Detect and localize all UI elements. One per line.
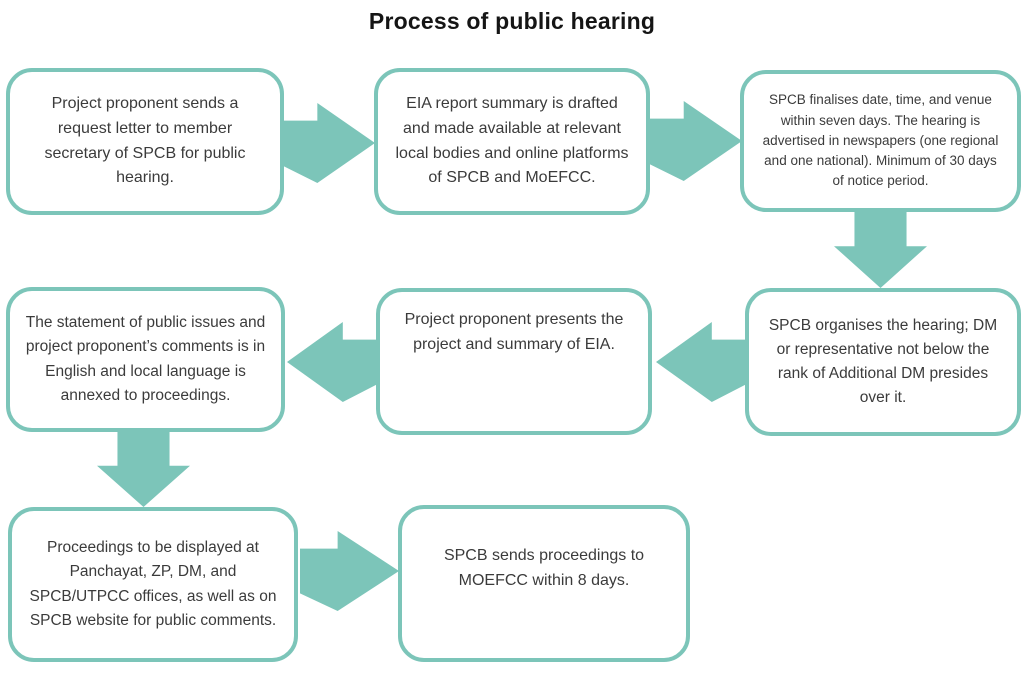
flow-step-3-text: SPCB finalises date, time, and venue wit… (762, 92, 999, 189)
arrow-right-icon (300, 531, 399, 611)
arrow-left-icon (656, 322, 746, 402)
flow-step-2-text: EIA report summary is drafted and made a… (395, 94, 629, 187)
flow-step-4-box: SPCB organises the hearing; DM or repres… (745, 288, 1021, 436)
flow-step-8-text: SPCB sends proceedings to MOEFCC within … (443, 546, 645, 589)
flow-step-7-text: Proceedings to be displayed at Panchayat… (29, 539, 277, 629)
flow-step-3-box: SPCB finalises date, time, and venue wit… (740, 70, 1021, 212)
arrow-right-icon (648, 101, 742, 181)
arrow-down-icon (834, 212, 927, 288)
arrow-right-icon (282, 103, 375, 183)
flow-step-2-box: EIA report summary is drafted and made a… (374, 68, 650, 215)
flow-step-7-box: Proceedings to be displayed at Panchayat… (8, 507, 298, 662)
page-title: Process of public hearing (368, 8, 656, 34)
flow-step-4-text: SPCB organises the hearing; DM or repres… (768, 316, 998, 407)
flow-step-1-box: Project proponent sends a request letter… (6, 68, 284, 215)
flow-step-1-text: Project proponent sends a request letter… (44, 94, 246, 187)
flow-step-8-box: SPCB sends proceedings to MOEFCC within … (398, 505, 690, 662)
arrow-left-icon (287, 322, 377, 402)
flow-step-6-text: The statement of public issues and proje… (25, 314, 266, 404)
arrow-down-icon (97, 432, 190, 507)
flow-step-6-box: The statement of public issues and proje… (6, 287, 285, 432)
flow-step-5-box: Project proponent presents the project a… (376, 288, 652, 435)
flow-step-5-text: Project proponent presents the project a… (404, 311, 624, 353)
